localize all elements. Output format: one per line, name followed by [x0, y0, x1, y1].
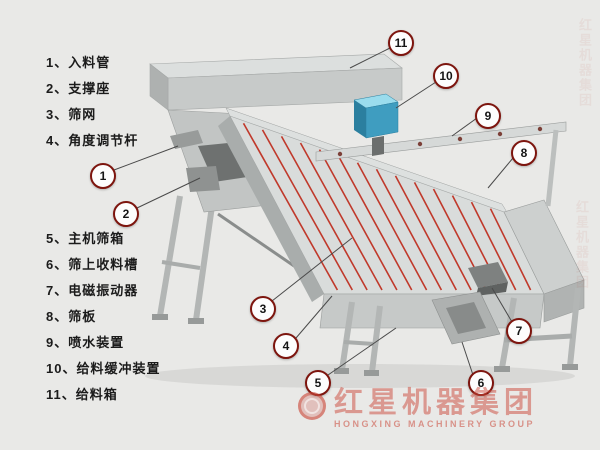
- legend-item-7: 7、电磁振动器: [46, 283, 139, 298]
- screen-mesh-stripes: [242, 122, 532, 291]
- callout-6: 6: [468, 370, 494, 396]
- callout-leader-lines: [113, 47, 514, 376]
- callout-2: 2: [113, 201, 139, 227]
- callout-9: 9: [475, 103, 501, 129]
- callout-3: 3: [250, 296, 276, 322]
- legend-item-5: 5、主机筛箱: [46, 231, 125, 246]
- inlet-pipe: [170, 130, 203, 149]
- legend-group-top: 1、入料管 2、支撑座 3、筛网 4、角度调节杆: [46, 50, 138, 154]
- callout-7: 7: [506, 318, 532, 344]
- callout-5: 5: [305, 370, 331, 396]
- vibrator: [468, 262, 508, 296]
- legend-item-6: 6、筛上收料槽: [46, 257, 139, 272]
- brand-name: 红星机器集团: [334, 387, 539, 419]
- legend-item-3: 3、筛网: [46, 107, 97, 122]
- support-frame-left: [152, 195, 215, 324]
- legend-item-1: 1、入料管: [46, 55, 111, 70]
- buffer-box: [353, 93, 399, 156]
- callout-10: 10: [433, 63, 459, 89]
- legend-item-11: 11、给料箱: [46, 387, 118, 402]
- deck-left-side: [218, 116, 324, 302]
- support-frame-middle: [334, 301, 383, 376]
- callout-1: 1: [90, 163, 116, 189]
- callout-8: 8: [511, 140, 537, 166]
- callout-4: 4: [273, 333, 299, 359]
- legend-group-bottom: 5、主机筛箱 6、筛上收料槽 7、电磁振动器 8、筛板 9、喷水装置 10、给料…: [46, 226, 160, 408]
- support-seat: [186, 166, 220, 192]
- legend-item-2: 2、支撑座: [46, 81, 111, 96]
- ground-shadow: [145, 364, 575, 388]
- legend-item-4: 4、角度调节杆: [46, 133, 139, 148]
- brand-logo-icon: [298, 392, 326, 420]
- callout-11: 11: [388, 30, 414, 56]
- legend-item-10: 10、给料缓冲装置: [46, 361, 161, 376]
- legend-item-9: 9、喷水装置: [46, 335, 125, 350]
- legend-item-8: 8、筛板: [46, 309, 97, 324]
- discharge-trough: [431, 291, 501, 345]
- brand-subtitle: HONGXING MACHINERY GROUP: [334, 419, 536, 429]
- feed-box: [149, 53, 403, 111]
- brand-watermark: 红星机器集团 HONGXING MACHINERY GROUP: [298, 388, 538, 429]
